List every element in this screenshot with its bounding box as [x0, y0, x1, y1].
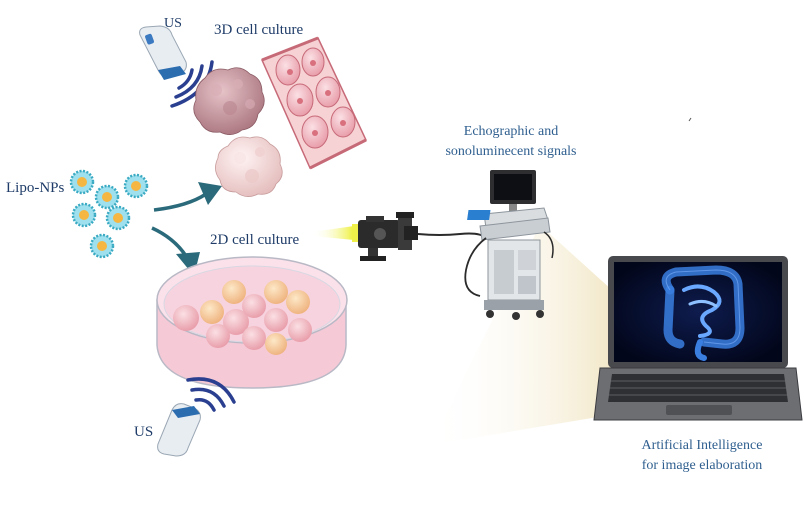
laptop-icon	[593, 256, 803, 421]
us-top-label: US	[164, 16, 182, 31]
ai-caption-line1: Artificial Intelligence	[641, 438, 763, 453]
ai-caption-line2: for image elaboration	[641, 458, 763, 473]
spheroid-icon	[193, 67, 265, 135]
echo-caption: Echographic and sonoluminecent signals	[436, 122, 586, 162]
ultrasound-probe-icon-bottom	[157, 403, 201, 457]
culture-2d-label: 2D cell culture	[210, 232, 300, 248]
lipo-nps-label: Lipo-NPs	[6, 180, 65, 196]
ultrasound-waves-bottom	[186, 377, 236, 412]
camera-icon	[312, 212, 487, 261]
ultrasound-machine-icon	[464, 170, 554, 320]
ultrasound-probe-icon	[139, 25, 187, 80]
culture-3d-label: 3D cell culture	[214, 22, 304, 38]
petri-dish-icon	[156, 256, 348, 389]
us-bottom-label: US	[134, 424, 154, 440]
spheroid-icon-light	[215, 136, 283, 197]
echo-caption-line2: sonoluminecent signals	[445, 144, 577, 159]
echo-caption-line1: Echographic and	[463, 124, 559, 139]
arrow-to-3d	[153, 182, 222, 212]
tissue-icon	[260, 36, 367, 170]
signal-beam	[430, 225, 640, 445]
nanoparticle-icon	[69, 169, 149, 259]
ai-caption: Artificial Intelligence for image elabor…	[614, 436, 790, 476]
